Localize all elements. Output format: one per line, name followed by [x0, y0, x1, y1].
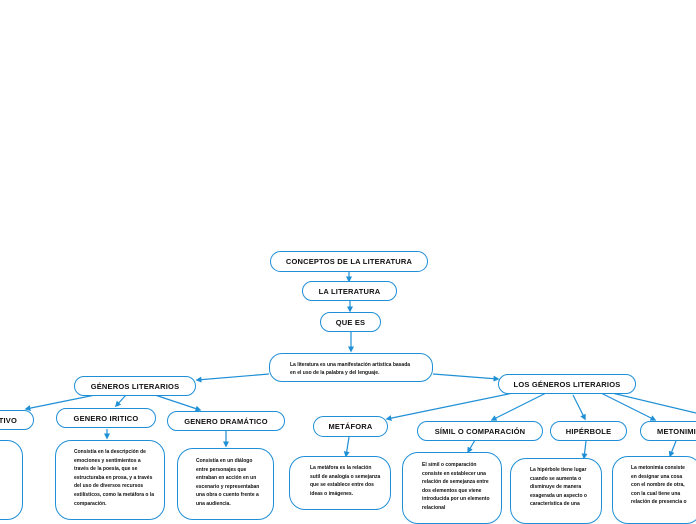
node-los-generos-literarios[interactable]: LOS GÉNEROS LITERARIOS: [498, 374, 636, 394]
edge-definicion-generos: [195, 373, 270, 383]
simil-desc-text: El símil o comparación consiste en estab…: [422, 462, 490, 511]
edge-metonimia-desc: [668, 440, 677, 458]
node-metafora-desc[interactable]: La metáfora es la relación sutil de anal…: [289, 456, 391, 510]
metafora-desc-text: La metáfora es la relación sutil de anal…: [310, 465, 381, 497]
edge-metafora-desc: [343, 436, 350, 458]
node-hiperbole-desc[interactable]: La hipérbole tiene lugar cuando se aumen…: [510, 458, 602, 524]
node-metonimia-desc[interactable]: La metonimia consiste en designar una co…: [612, 456, 696, 524]
node-lirico-desc[interactable]: Consistía en la descripción de emociones…: [55, 440, 165, 520]
edge-losgeneros-metafora: [385, 392, 514, 422]
edge-generos-narrativo: [24, 393, 101, 412]
node-conceptos-de-la-literatura[interactable]: CONCEPTOS DE LA LITERATURA: [270, 251, 428, 272]
metonimia-desc-text: La metonimia consiste en designar una co…: [631, 465, 687, 506]
node-simil-desc[interactable]: El símil o comparación consiste en estab…: [402, 452, 502, 524]
node-definicion-literatura[interactable]: La literatura es una manifestación artís…: [269, 353, 433, 382]
edge-losgeneros-metonimia: [600, 392, 657, 421]
hiperbole-desc-text: La hipérbole tiene lugar cuando se aumen…: [530, 467, 587, 508]
edge-hiperbole-desc: [581, 440, 588, 460]
definicion-text-content: La literatura es una manifestación artís…: [290, 362, 411, 376]
node-narrativo-desc[interactable]: [0, 440, 23, 520]
lirico-desc-text: Consistía en la descripción de emociones…: [74, 449, 155, 507]
node-genero-lirico[interactable]: GENERO IRITICO: [56, 408, 156, 428]
dramatico-desc-text: Consistía en un diálogo entre personajes…: [196, 458, 260, 507]
node-hiperbole[interactable]: HIPÉRBOLE: [550, 421, 627, 441]
node-generos-literarios[interactable]: GÉNEROS LITERARIOS: [74, 376, 196, 396]
edge-definicion-losgeneros: [432, 373, 500, 382]
edge-generos-lirico: [114, 394, 127, 408]
node-dramatico-desc[interactable]: Consistía en un diálogo entre personajes…: [177, 448, 274, 520]
edge-losgeneros-extra: [611, 392, 696, 414]
edge-generos-dramatico: [154, 394, 202, 412]
edge-losgeneros-simil: [490, 392, 547, 421]
node-la-literatura[interactable]: LA LITERATURA: [302, 281, 397, 301]
node-metafora[interactable]: METÁFORA: [313, 416, 388, 437]
node-metonimia[interactable]: METONIMIA: [640, 421, 696, 441]
node-genero-dramatico[interactable]: GENERO DRAMÁTICO: [167, 411, 285, 431]
node-narrativo[interactable]: NARRATIVO: [0, 410, 34, 430]
node-simil-o-comparacion[interactable]: SÍMIL O COMPARACIÓN: [417, 421, 543, 441]
node-que-es[interactable]: QUE ES: [320, 312, 381, 332]
edge-losgeneros-hiperbole: [572, 394, 586, 421]
edge-simil-desc: [467, 439, 476, 454]
